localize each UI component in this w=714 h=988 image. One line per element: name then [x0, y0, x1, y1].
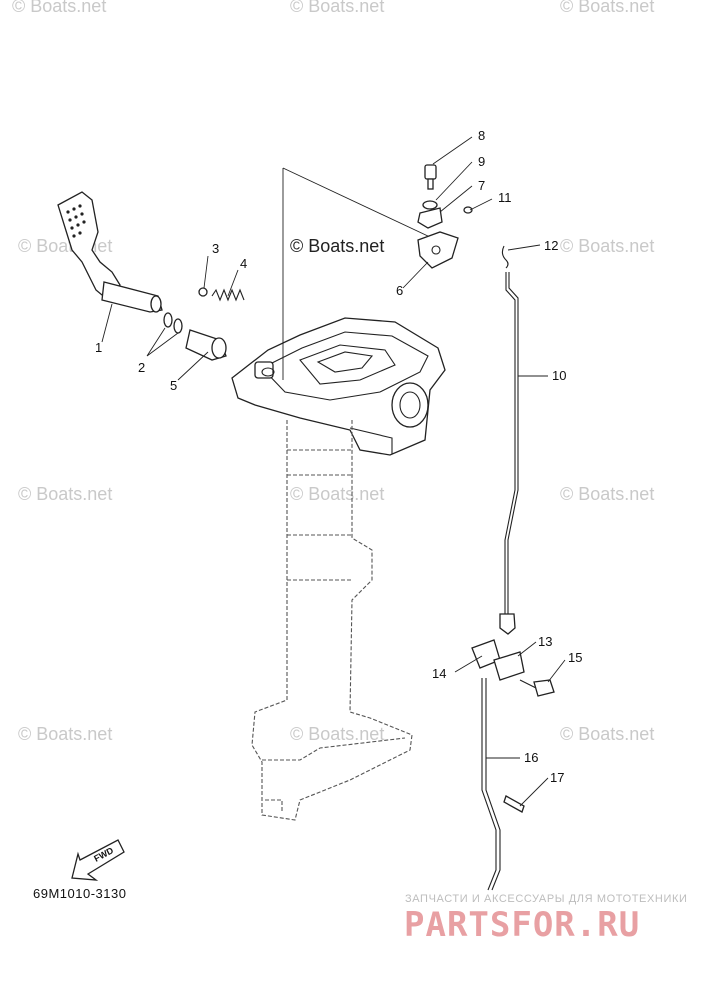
forward-arrow-icon: FWD: [71, 839, 125, 881]
top-cluster: [417, 164, 473, 269]
callout-numbers: 1 2 3 4 5 6 7 8 9 10 11 12 13 14 15 16 1…: [95, 128, 582, 785]
callout-1: 1: [95, 340, 102, 355]
watermark-row4-center: © Boats.net: [290, 724, 385, 744]
callout-8: 8: [478, 128, 485, 143]
detent-ball: [198, 287, 208, 297]
watermark-top-center: © Boats.net: [290, 0, 385, 16]
callout-14: 14: [432, 666, 446, 681]
o-rings: [163, 312, 183, 334]
callout-6: 6: [396, 283, 403, 298]
callout-17: 17: [550, 770, 564, 785]
callout-3: 3: [212, 241, 219, 256]
callout-7: 7: [478, 178, 485, 193]
drive-shaft-housing: [251, 420, 413, 821]
brand-logo: PARTSFOR.RU: [404, 905, 641, 945]
detent-spring: [211, 288, 245, 302]
callout-5: 5: [170, 378, 177, 393]
callout-15: 15: [568, 650, 582, 665]
watermark-row3-center: © Boats.net: [290, 484, 385, 504]
callout-9: 9: [478, 154, 485, 169]
callout-11: 11: [498, 190, 512, 205]
rod-end-joint: [499, 613, 516, 635]
clip: [501, 245, 509, 269]
diagram-reference-code: 69M1010-3130: [33, 886, 127, 901]
upper-casing-drawing: [231, 317, 446, 456]
callout-4: 4: [240, 256, 247, 271]
callout-leaders: [101, 136, 566, 807]
pin: [503, 795, 525, 813]
bushing: [185, 329, 227, 361]
watermark-mid-right: © Boats.net: [560, 236, 655, 256]
callout-13: 13: [538, 634, 552, 649]
callout-16: 16: [524, 750, 538, 765]
shift-rod-lower: [481, 678, 497, 891]
shift-rod-upper: [504, 272, 516, 615]
watermark-row4-right: © Boats.net: [560, 724, 655, 744]
watermark-top-left: © Boats.net: [12, 0, 107, 16]
rod-connector: [471, 639, 555, 697]
watermark-row4-left: © Boats.net: [18, 724, 113, 744]
brand-tagline: ЗАПЧАСТИ И АКСЕССУАРЫ ДЛЯ МОТОТЕХНИКИ: [405, 893, 688, 905]
callout-10: 10: [552, 368, 566, 383]
watermark-row3-right: © Boats.net: [560, 484, 655, 504]
callout-2: 2: [138, 360, 145, 375]
watermark-top-right: © Boats.net: [560, 0, 655, 16]
callout-12: 12: [544, 238, 558, 253]
watermark-row3-left: © Boats.net: [18, 484, 113, 504]
assembly-line-diagonal: [282, 167, 431, 238]
shift-lever-handle: [57, 191, 163, 313]
watermark-center: © Boats.net: [290, 236, 385, 256]
